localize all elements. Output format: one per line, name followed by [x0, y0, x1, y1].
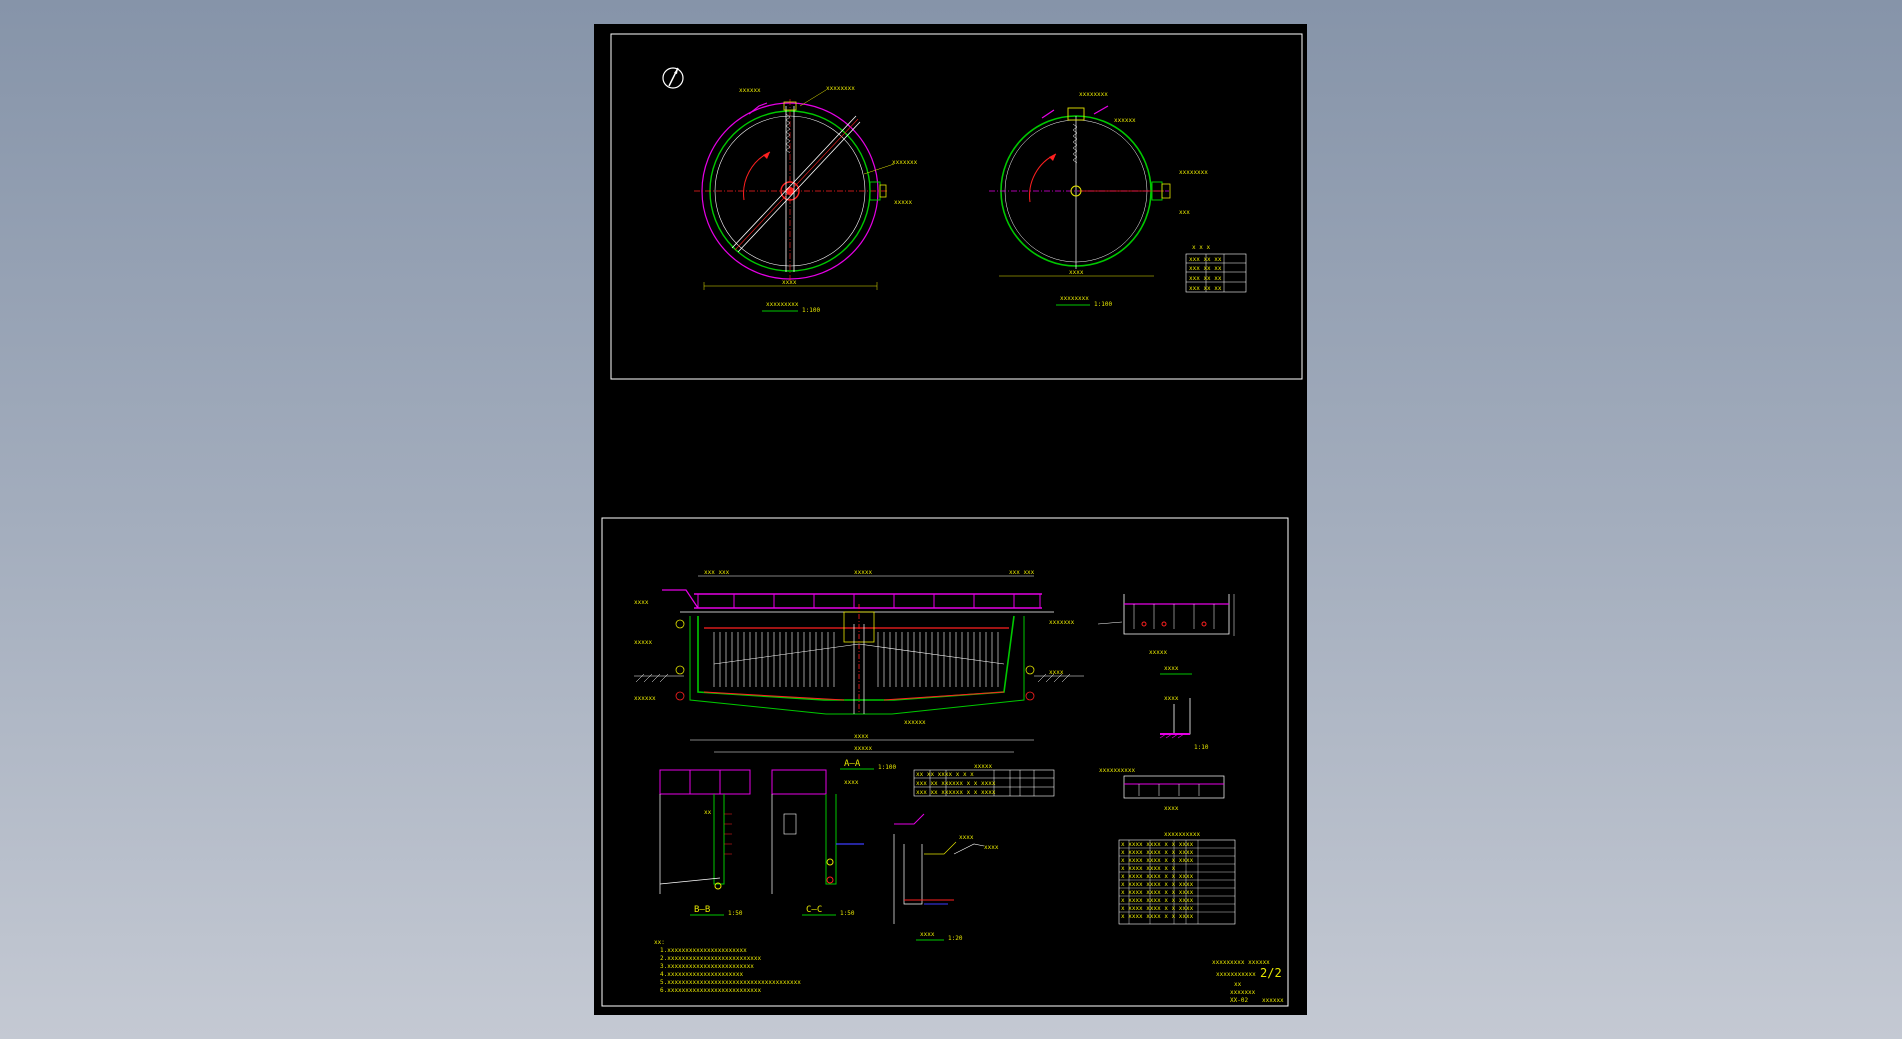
plan-left-scale: 1:100 — [802, 307, 820, 314]
svg-text:xxxx: xxxx — [920, 931, 935, 938]
plan-view-right: xxxxxxxx xxxxxx xxxxxxxx xxx xxxx xxxxxx… — [989, 91, 1208, 308]
svg-text:x x x: x x x — [1192, 244, 1210, 251]
svg-text:xxxxxxx: xxxxxxx — [1049, 619, 1075, 626]
svg-text:xxxxx: xxxxx — [1149, 649, 1167, 656]
svg-text:xx:: xx: — [654, 939, 665, 946]
svg-text:xxxxxxx: xxxxxxx — [892, 159, 918, 166]
svg-text:xxxx: xxxx — [1164, 805, 1179, 812]
title-block: xxxxxxxxx xxxxxx xxxxxxxxxxx 2/2 xx xxxx… — [1212, 959, 1284, 1004]
svg-text:x xxxx xxxx x x xxxx: x xxxx xxxx x x xxxx — [1121, 857, 1194, 864]
svg-text:xxxxxxxx: xxxxxxxx — [1079, 91, 1108, 98]
equipment-table: xxxxxxxxxx x xxxx xxxx x x xxxx x xxxx x… — [1118, 831, 1236, 925]
svg-text:xx xx xxxx x x x: xx xx xxxx x x x — [916, 771, 974, 778]
top-small-table: x x x xxx xx xx xxx xx xx xxx xx xx xxx … — [1185, 244, 1247, 293]
svg-text:x xxxx xxxx x x xxxx: x xxxx xxxx x x xxxx — [1121, 905, 1194, 912]
svg-text:xxxx: xxxx — [1164, 665, 1179, 672]
svg-text:xxx xxx: xxx xxx — [1009, 569, 1035, 576]
svg-text:xxxxxxxxxx: xxxxxxxxxx — [1164, 831, 1201, 838]
drawing-number: XX-02 — [1230, 997, 1248, 1004]
svg-text:xx: xx — [704, 809, 712, 816]
detail-view-2: xxxx 1:10 — [1159, 695, 1209, 751]
svg-text:xxxxxxxxxxx: xxxxxxxxxxx — [1216, 971, 1256, 978]
svg-text:2.xxxxxxxxxxxxxxxxxxxxxxxxxx: 2.xxxxxxxxxxxxxxxxxxxxxxxxxx — [660, 955, 762, 962]
svg-text:x xxxx xxxx x x xxxx: x xxxx xxxx x x xxxx — [1121, 897, 1194, 904]
svg-text:5.xxxxxxxxxxxxxxxxxxxxxxxxxxxx: 5.xxxxxxxxxxxxxxxxxxxxxxxxxxxxxxxxxxxxx — [660, 979, 801, 986]
svg-text:xxx: xxx — [1179, 209, 1190, 216]
svg-text:xxxx: xxxx — [634, 599, 649, 606]
section-b-title: B—B — [694, 905, 710, 915]
top-panel-frame — [610, 33, 1303, 380]
svg-text:xxxxx: xxxxx — [894, 199, 912, 206]
svg-text:xxxx: xxxx — [1069, 269, 1084, 276]
section-a-scale: 1:100 — [878, 764, 896, 771]
svg-text:xxxxxx: xxxxxx — [1262, 997, 1284, 1004]
svg-text:xxxx: xxxx — [782, 279, 797, 286]
svg-text:4.xxxxxxxxxxxxxxxxxxxxx: 4.xxxxxxxxxxxxxxxxxxxxx — [660, 971, 743, 978]
svg-text:1.xxxxxxxxxxxxxxxxxxxxxx: 1.xxxxxxxxxxxxxxxxxxxxxx — [660, 947, 747, 954]
plan-view-left: xxxxxxxx xxxxxx xxxxxxx xxxxx xxxx xxxxx… — [694, 85, 918, 314]
svg-text:xxxxxxxx: xxxxxxxx — [1179, 169, 1208, 176]
sheet-number: 2/2 — [1260, 966, 1282, 980]
svg-text:xxxx: xxxx — [959, 834, 974, 841]
svg-text:xxxxxxxxxx: xxxxxxxxxx — [1099, 767, 1136, 774]
svg-text:xxxxxx: xxxxxx — [904, 719, 926, 726]
svg-text:x xxxx xxxx x x xxxx: x xxxx xxxx x x xxxx — [1121, 881, 1194, 888]
notes-block: xx: 1.xxxxxxxxxxxxxxxxxxxxxx 2.xxxxxxxxx… — [654, 939, 801, 994]
svg-text:x xxxx xxxx x x: x xxxx xxxx x x — [1121, 865, 1176, 872]
svg-text:xxxx: xxxx — [1164, 695, 1179, 702]
cad-drawing-canvas: xxxxxxxx xxxxxx xxxxxxx xxxxx xxxx xxxxx… — [601, 33, 1303, 1007]
svg-text:x xxxx xxxx x x xxxx: x xxxx xxxx x x xxxx — [1121, 873, 1194, 880]
section-c-view: xxxx C—C 1:50 — [771, 769, 864, 917]
detail-4-scale: 1:20 — [948, 935, 963, 942]
north-arrow-icon — [662, 67, 684, 89]
svg-text:3.xxxxxxxxxxxxxxxxxxxxxxxx: 3.xxxxxxxxxxxxxxxxxxxxxxxx — [660, 963, 754, 970]
svg-text:xxxxxx: xxxxxx — [739, 87, 761, 94]
svg-text:xxxxxxxxx xxxxxx: xxxxxxxxx xxxxxx — [1212, 959, 1270, 966]
svg-text:xxxxxxxx: xxxxxxxx — [826, 85, 855, 92]
svg-text:xxxx: xxxx — [854, 733, 869, 740]
svg-text:xxx xx xxxxxx x x xxxx: xxx xx xxxxxx x x xxxx — [916, 789, 996, 796]
svg-text:xxx xx xx: xxx xx xx — [1189, 275, 1222, 282]
plan-right-scale: 1:100 — [1094, 301, 1112, 308]
section-c-scale: 1:50 — [840, 910, 855, 917]
main-section-view: xxxxx xxx xxx xxx xxx — [634, 569, 1084, 771]
bottom-panel-frame — [601, 517, 1289, 1007]
detail-2-scale: 1:10 — [1194, 744, 1209, 751]
section-b-view: xx B—B 1:50 — [659, 769, 751, 917]
svg-text:xxxx: xxxx — [844, 779, 859, 786]
svg-text:xxx xx xx: xxx xx xx — [1189, 285, 1222, 292]
detail-view-1: xxxxx xxxx — [1097, 594, 1235, 675]
svg-text:xxxx: xxxx — [984, 844, 999, 851]
detail-view-4: xxxx xxxx xxxx 1:20 — [893, 813, 999, 942]
detail-view-3: xxxxxxxxxx xxxx — [1099, 767, 1225, 812]
material-table: xxxxx xx xx xxxx x x x xxx xx xxxxxx x x… — [913, 763, 1055, 797]
section-a-title: A—A — [844, 759, 861, 769]
svg-text:xxx xxx: xxx xxx — [704, 569, 730, 576]
svg-text:xxxxxx: xxxxxx — [1114, 117, 1136, 124]
scraper-pickets — [713, 632, 999, 687]
svg-text:6.xxxxxxxxxxxxxxxxxxxxxxxxxx: 6.xxxxxxxxxxxxxxxxxxxxxxxxxx — [660, 987, 762, 994]
svg-text:xxx xx xxxxxx x x xxxx: xxx xx xxxxxx x x xxxx — [916, 780, 996, 787]
cad-drawing-sheet[interactable]: xxxxxxxx xxxxxx xxxxxxx xxxxx xxxx xxxxx… — [594, 24, 1307, 1015]
svg-text:x xxxx xxxx x x xxxx: x xxxx xxxx x x xxxx — [1121, 913, 1194, 920]
svg-text:xxxxxxx: xxxxxxx — [1230, 989, 1256, 996]
svg-text:x xxxx xxxx x x xxxx: x xxxx xxxx x x xxxx — [1121, 889, 1194, 896]
svg-text:xxxxx: xxxxx — [634, 639, 652, 646]
svg-text:xxxxxx: xxxxxx — [634, 695, 656, 702]
svg-text:xx: xx — [1234, 981, 1242, 988]
svg-text:xxxxxxxxx: xxxxxxxxx — [766, 301, 799, 308]
svg-text:xxxxx: xxxxx — [974, 763, 992, 770]
svg-text:x xxxx xxxx x x xxxx: x xxxx xxxx x x xxxx — [1121, 849, 1194, 856]
svg-text:x xxxx xxxx x x xxxx: x xxxx xxxx x x xxxx — [1121, 841, 1194, 848]
svg-text:xxx xx xx: xxx xx xx — [1189, 256, 1222, 263]
svg-text:xxxxx: xxxxx — [854, 569, 872, 576]
svg-text:xxxxx: xxxxx — [854, 745, 872, 752]
section-b-scale: 1:50 — [728, 910, 743, 917]
section-c-title: C—C — [806, 905, 822, 915]
svg-text:xxx xx xx: xxx xx xx — [1189, 265, 1222, 272]
svg-text:xxxxxxxx: xxxxxxxx — [1060, 295, 1089, 302]
svg-text:xxxx: xxxx — [1049, 669, 1064, 676]
